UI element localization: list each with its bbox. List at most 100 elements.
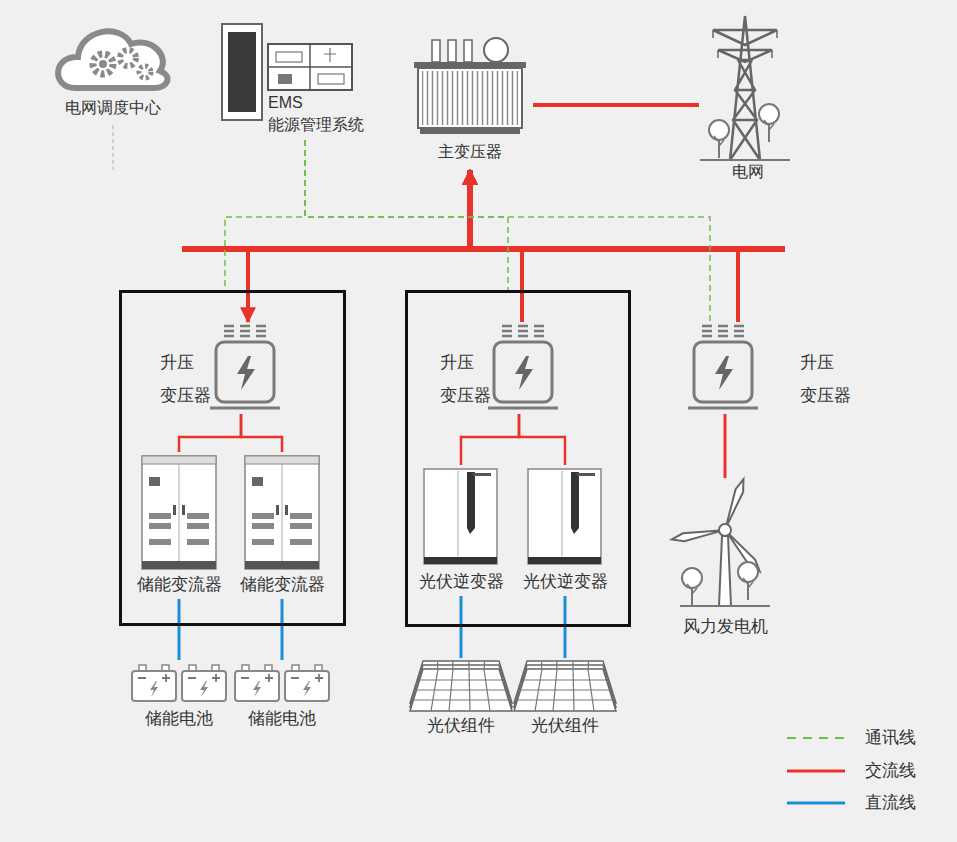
legend-label: 交流线 [865, 760, 916, 782]
main-transformer-node: 主变压器 [407, 36, 533, 170]
pv-inverter-node: 光伏逆变器 [515, 465, 615, 596]
node-label: 光伏逆变器 [515, 571, 615, 593]
ems-icon [278, 74, 292, 84]
cloud-icon [93, 54, 113, 74]
dc-line [178, 599, 181, 660]
pcs-node: 储能变流器 [232, 452, 332, 599]
tree-icon [738, 562, 758, 600]
step-up-transformer-icon [688, 326, 758, 408]
wind-turbine-icon [680, 605, 770, 607]
main-transformer-icon [484, 38, 508, 62]
ground-line [700, 159, 790, 161]
wind-turbine-node: 风力发电机 [669, 478, 781, 641]
storage-group-box: 升压 变压器储能变流器储能变流器 [119, 290, 346, 626]
step-up-transformer-node: 升压 变压器 [438, 322, 560, 414]
node-label: 储能变流器 [129, 574, 229, 596]
cloud-icon [139, 66, 151, 78]
cloud-icon [58, 31, 167, 88]
ems-icon [276, 52, 302, 62]
ac-line [248, 170, 470, 322]
wind-turbine-icon [719, 524, 731, 536]
step-up-transformer-node: 升压 变压器 [158, 322, 280, 414]
ac-line [179, 414, 241, 452]
main-transformer-icon [418, 68, 522, 128]
legend-sample [787, 802, 845, 805]
pv-inverter-node: 光伏逆变器 [411, 465, 511, 596]
node-label: 光伏逆变器 [411, 571, 511, 593]
battery-icon [235, 665, 279, 701]
ac-line [470, 170, 522, 322]
node-label: 储能电池 [232, 708, 332, 730]
main-transformer-icon [432, 40, 440, 62]
node-label: 电网调度中心 [51, 98, 175, 119]
tree-icon [709, 120, 729, 158]
main-transformer-icon [422, 71, 518, 125]
wind-turbine-icon [722, 478, 747, 530]
pv-group-box: 升压 变压器光伏逆变器光伏逆变器 [405, 290, 631, 627]
battery-icon [285, 665, 329, 701]
ac-line [470, 170, 738, 322]
node-label: EMS 能源管理系统 [268, 92, 383, 136]
comm-line [305, 140, 710, 322]
grid-node: 电网 [699, 10, 797, 190]
step-up-transformer-icon [488, 326, 558, 408]
pcs-cabinet-icon [245, 456, 319, 569]
main-transformer-icon [464, 40, 472, 62]
legend-sample [787, 737, 845, 739]
dc-line [564, 596, 567, 658]
ems-icon [318, 74, 344, 84]
ems-icon [268, 44, 352, 90]
transmission-tower-icon [730, 16, 760, 160]
comm-line [305, 140, 508, 290]
main-transformer-icon [448, 40, 456, 62]
pv-module-node: 光伏组件 [512, 658, 618, 742]
wind-turbine-icon [719, 536, 731, 606]
ems-icon [268, 44, 352, 90]
node-label: 光伏组件 [512, 715, 618, 737]
wind-turbine-icon [671, 526, 724, 543]
pv-panel-icon [514, 669, 616, 711]
node-label: 主变压器 [407, 142, 533, 163]
inverter-cabinet-icon [528, 469, 601, 564]
legend-sample [787, 770, 845, 773]
inverter-cabinet-icon [424, 469, 497, 564]
node-label: 升压 变压器 [160, 346, 216, 412]
cloud-icon [99, 60, 107, 68]
transmission-tower-icon [713, 30, 777, 62]
pv-module-node: 光伏组件 [408, 658, 514, 742]
node-label: 电网 [699, 162, 797, 183]
ems-icon [324, 48, 336, 62]
cloud-icon [120, 50, 136, 66]
wind-turbine-icon [671, 478, 770, 606]
cloud-icon [112, 125, 113, 170]
comm-line [225, 140, 305, 290]
dispatch-center-node: 电网调度中心 [51, 18, 175, 126]
step-up-transformer-node: 升压 变压器 [686, 322, 866, 414]
node-label: 储能电池 [129, 708, 229, 730]
dc-line [281, 599, 284, 660]
battery-node: 储能电池 [129, 660, 229, 734]
node-label: 升压 变压器 [440, 346, 496, 412]
battery-icon [132, 665, 176, 701]
tree-icon [759, 104, 779, 142]
ems-node: EMS 能源管理系统 [218, 20, 385, 140]
transmission-tower-icon [713, 30, 777, 58]
node-label: 光伏组件 [408, 715, 514, 737]
node-label: 升压 变压器 [800, 346, 856, 412]
battery-icon [182, 665, 226, 701]
legend-label: 通讯线 [865, 727, 916, 749]
ac-line [533, 103, 699, 107]
node-label: 风力发电机 [669, 616, 781, 638]
ac-line [519, 414, 565, 465]
pv-panel-icon [410, 669, 512, 711]
step-up-transformer-icon [210, 326, 280, 408]
dc-line [460, 596, 463, 658]
ems-icon [222, 24, 262, 120]
tree-icon [682, 568, 702, 606]
pcs-node: 储能变流器 [129, 452, 229, 599]
battery-node: 储能电池 [232, 660, 332, 734]
ems-icon [228, 32, 256, 112]
legend-label: 直流线 [865, 792, 916, 814]
